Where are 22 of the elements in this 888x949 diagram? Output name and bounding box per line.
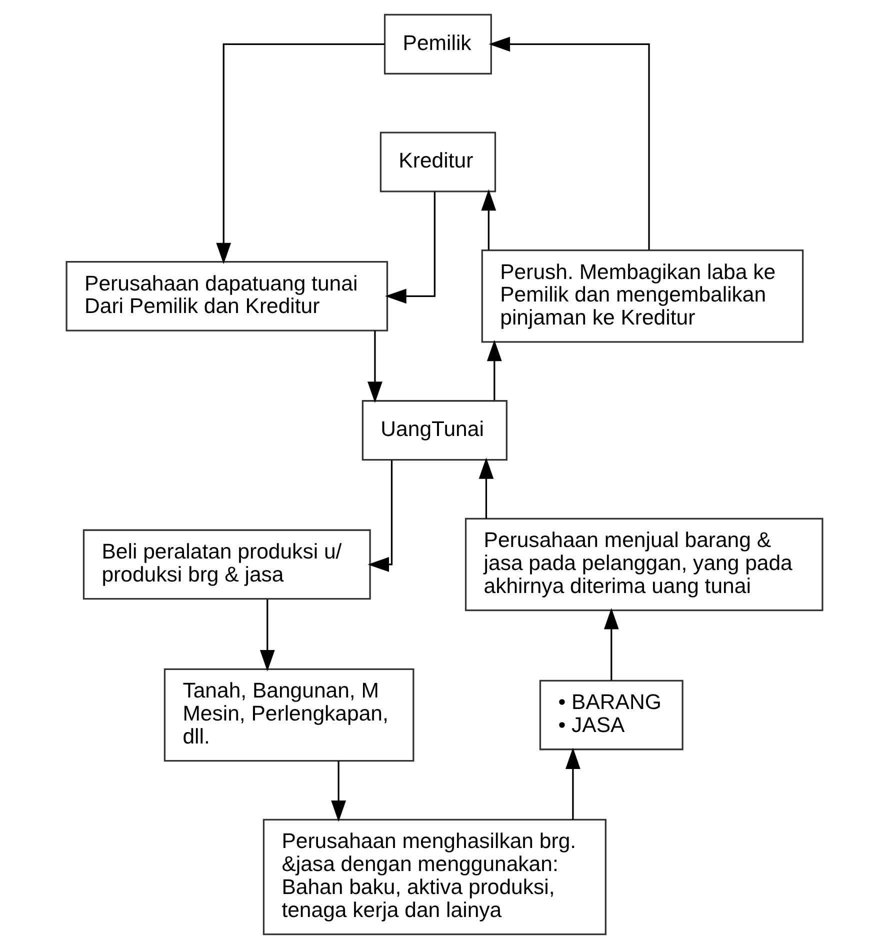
arrow (564, 748, 580, 820)
node-box: Pemilik (383, 14, 492, 74)
arrow (478, 458, 494, 518)
node-box: Perusahaan dapatuang tunai Dari Pemilik dan Kreditur (65, 260, 388, 332)
arrow (259, 599, 274, 672)
node-box: Kreditur (379, 132, 496, 192)
arrow (384, 192, 435, 304)
node-box: • BARANG • JASA (538, 680, 683, 750)
node-box: Perush. Membagikan laba ke Pemilik dan mengembalikan pinjaman ke Kreditur (480, 250, 804, 343)
arrow (488, 36, 650, 250)
arrow (330, 761, 346, 822)
node-box: Beli peralatan produksi u/ produksi brg & jasa (82, 529, 370, 600)
node-box: UangTunai (361, 400, 507, 461)
node-box: Perusahaan menghasilkan brg. &jasa dengan menggunakan: Bahan baku, aktiva produksi, tenaga kerja dan lainya (262, 818, 606, 936)
node-box: Perusahaan menjual barang & jasa pada pelanggan, yang pada akhirnya diterima uang tunai (464, 518, 823, 612)
arrow (480, 189, 496, 250)
node-box: Tanah, Bangunan, M Mesin, Perlengkapan, dll. (163, 668, 414, 762)
arrow (367, 330, 382, 403)
arrow (486, 340, 502, 400)
arrow (216, 43, 384, 264)
arrow (367, 460, 392, 572)
arrow (603, 608, 618, 680)
